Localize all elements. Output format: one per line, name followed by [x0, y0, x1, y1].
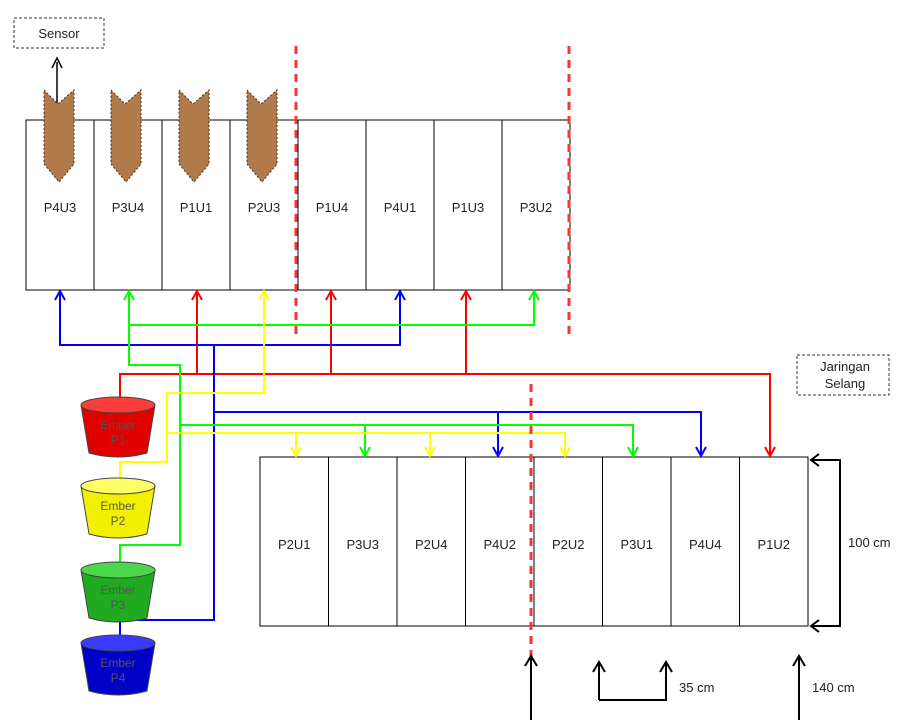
height-dimension-label: 100 cm: [848, 535, 891, 550]
plot-bottom-label: P4U2: [483, 537, 516, 552]
sensor-label: Sensor: [38, 26, 80, 41]
plot-bottom-p3u3: P3U3: [329, 457, 398, 626]
soil-sensor-probe: [179, 90, 209, 182]
hose-red-main: [120, 374, 770, 455]
plot-bottom-label: P4U4: [689, 537, 722, 552]
plot-bottom-label: P3U1: [620, 537, 653, 552]
plot-top-label: P1U1: [180, 200, 213, 215]
plot-bottom-p2u2: P2U2: [534, 457, 603, 626]
spacing-dimension-label: 35 cm: [679, 680, 714, 695]
bucket-label-line1: Ember: [100, 499, 135, 513]
soil-sensor-probe: [111, 90, 141, 182]
hose-blue-top: [60, 291, 400, 345]
hose-network-callout: Jaringan Selang: [797, 355, 889, 395]
plot-bottom-p3u1: P3U1: [603, 457, 672, 626]
plot-top-p3u2: P3U2: [502, 120, 570, 290]
plot-top-label: P2U3: [248, 200, 281, 215]
bucket-label-line2: P1: [111, 433, 126, 447]
plot-top-label: P4U3: [44, 200, 77, 215]
plot-top-label: P1U3: [452, 200, 485, 215]
top-plot-row: P4U3 P3U4 P1U1 P2U3 P1U4 P4U1 P1U3 P3U2: [26, 120, 570, 290]
plot-bottom-label: P2U2: [552, 537, 585, 552]
hose-blue-bottom: [214, 345, 701, 455]
bucket-label-line2: P4: [111, 671, 126, 685]
plot-top-p1u3: P1U3: [434, 120, 502, 290]
plot-bottom-p4u2: P4U2: [466, 457, 535, 626]
plot-bottom-label: P2U1: [278, 537, 311, 552]
bucket-label-line2: P2: [111, 514, 126, 528]
plot-bottom-p2u1: P2U1: [260, 457, 329, 626]
bucket-label-line2: P3: [111, 598, 126, 612]
plot-bottom-label: P2U4: [415, 537, 448, 552]
bucket-label-line1: Ember: [100, 583, 135, 597]
plot-top-p1u4: P1U4: [298, 120, 366, 290]
bucket-label-line1: Ember: [100, 656, 135, 670]
plot-bottom-p1u2: P1U2: [740, 457, 809, 626]
plot-top-label: P3U4: [112, 200, 145, 215]
network-label-line2: Selang: [825, 376, 865, 391]
bucket-label-line1: Ember: [100, 418, 135, 432]
network-label-line1: Jaringan: [820, 359, 870, 374]
plot-top-label: P3U2: [520, 200, 553, 215]
soil-sensor-probe: [247, 90, 277, 182]
plot-bottom-label: P1U2: [757, 537, 790, 552]
plot-bottom-p2u4: P2U4: [397, 457, 466, 626]
bottom-plot-row: P2U1 P3U3 P2U4 P4U2 P2U2 P3U1 P4U4 P1U2: [260, 457, 808, 626]
soil-sensor-probe: [44, 90, 74, 182]
plot-top-label: P4U1: [384, 200, 417, 215]
row-gap-dimension-label: 140 cm: [812, 680, 855, 695]
plot-bottom-p4u4: P4U4: [671, 457, 740, 626]
plot-top-p4u1: P4U1: [366, 120, 434, 290]
plot-top-label: P1U4: [316, 200, 349, 215]
plot-bottom-label: P3U3: [346, 537, 379, 552]
